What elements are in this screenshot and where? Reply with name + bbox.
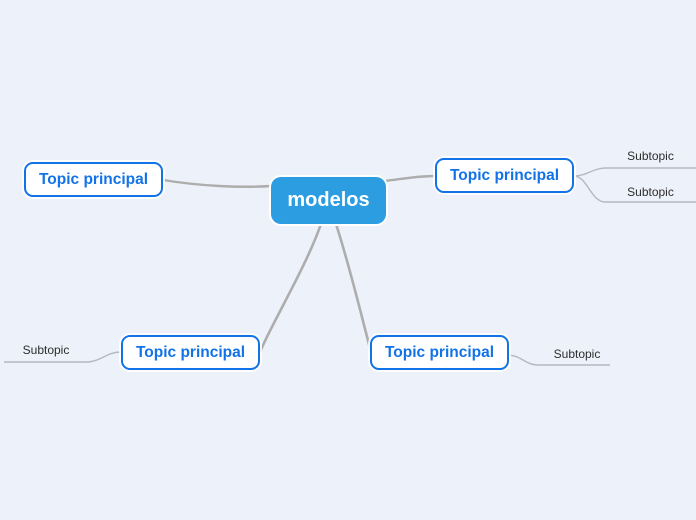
topic-node-bottom-right[interactable]: Topic principal (370, 335, 509, 370)
topic-node-bottom-left[interactable]: Topic principal (121, 335, 260, 370)
subtopic-node-bottom-right[interactable]: Subtopic (553, 347, 601, 361)
topic-node-top-left[interactable]: Topic principal (24, 162, 163, 197)
branch-topic-to-subtopic-bl (4, 351, 122, 363)
branch-root-to-top-left (161, 178, 273, 188)
branch-root-to-top-right (383, 174, 437, 183)
subtopic-node-top-right-2[interactable]: Subtopic (627, 185, 674, 199)
branch-topic-to-subtopic-br (506, 354, 610, 366)
branch-topic-to-subtopic-tr-1 (573, 167, 696, 177)
branch-root-to-bottom-right (334, 222, 373, 354)
subtopic-node-top-right-1[interactable]: Subtopic (627, 149, 674, 163)
branch-root-to-bottom-left (258, 222, 323, 354)
branch-topic-to-subtopic-tr-2 (573, 175, 696, 203)
topic-node-top-right[interactable]: Topic principal (435, 158, 574, 193)
root-node[interactable]: modelos (271, 177, 386, 224)
subtopic-node-bottom-left[interactable]: Subtopic (22, 343, 70, 357)
